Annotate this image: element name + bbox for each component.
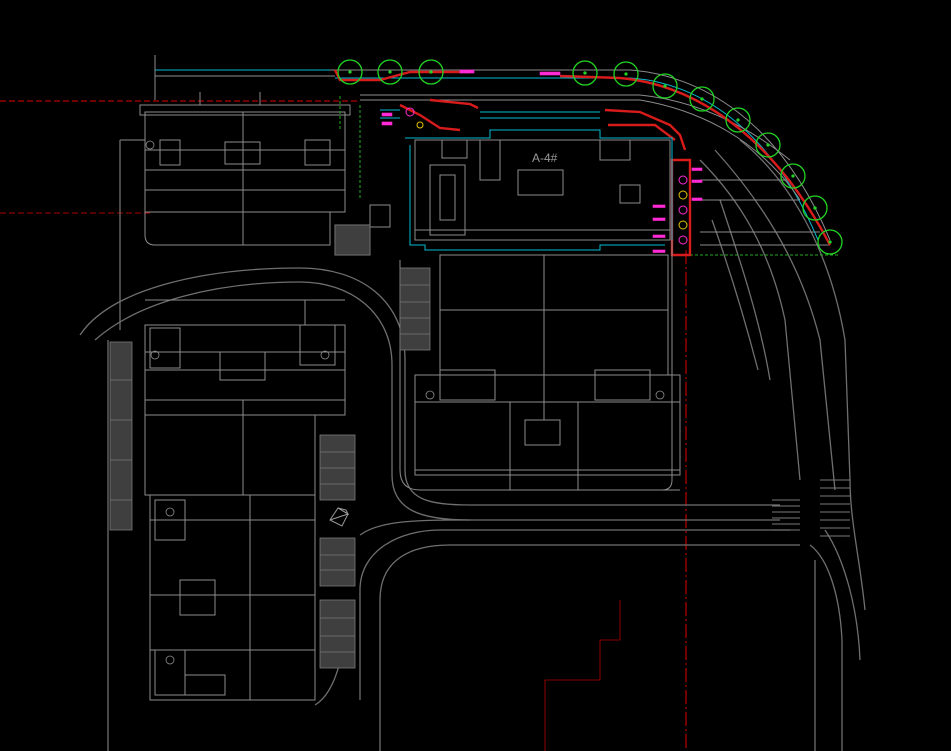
crosswalk (772, 479, 850, 537)
building-west (144, 299, 346, 701)
circle-tree-icon (780, 163, 806, 189)
circle-tree-icon (755, 132, 781, 158)
circle-tree-icon (418, 59, 444, 85)
circle-tree-icon (802, 195, 828, 221)
circle-tree-icon (377, 59, 403, 85)
core-symbols (145, 140, 665, 665)
tree-row (337, 59, 843, 255)
circle-tree-icon (689, 86, 715, 112)
compass-icon (329, 507, 350, 527)
circle-tree-icon (725, 107, 751, 133)
circle-tree-icon (652, 73, 678, 99)
circle-tree-icon (613, 61, 639, 87)
circle-tree-icon (817, 229, 843, 255)
magenta-annotations (381, 69, 703, 253)
parking-bays (109, 224, 431, 669)
north-street-lines (154, 55, 840, 256)
shrub-cluster (405, 107, 688, 245)
red-reference-lines (0, 100, 687, 751)
plaza-outline (380, 109, 673, 255)
building-label-a4: A-4# (532, 151, 558, 165)
road-network (79, 139, 866, 751)
red-paving-strip (333, 69, 832, 257)
circle-tree-icon (572, 60, 598, 86)
building-a4 (399, 139, 681, 491)
circle-tree-icon (337, 59, 363, 85)
